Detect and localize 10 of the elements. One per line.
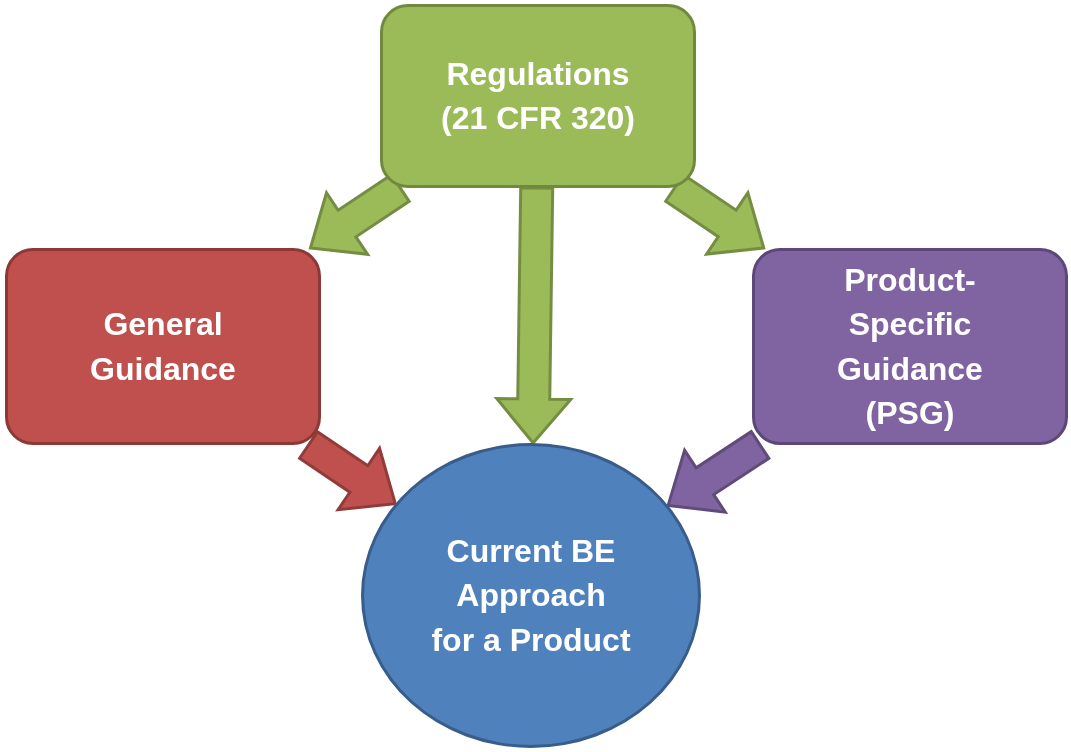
node-label: Current BE Approach for a Product	[431, 532, 631, 660]
node-label: Regulations (21 CFR 320)	[440, 54, 636, 138]
block-arrow	[493, 186, 574, 446]
block-arrow	[297, 429, 398, 512]
node-label: Product-Specific Guidance (PSG)	[836, 261, 984, 433]
block-arrow	[666, 429, 771, 515]
rounded-box	[5, 248, 321, 445]
node-label: General Guidance	[89, 305, 237, 389]
rounded-box	[380, 4, 696, 188]
rounded-box	[752, 248, 1068, 445]
